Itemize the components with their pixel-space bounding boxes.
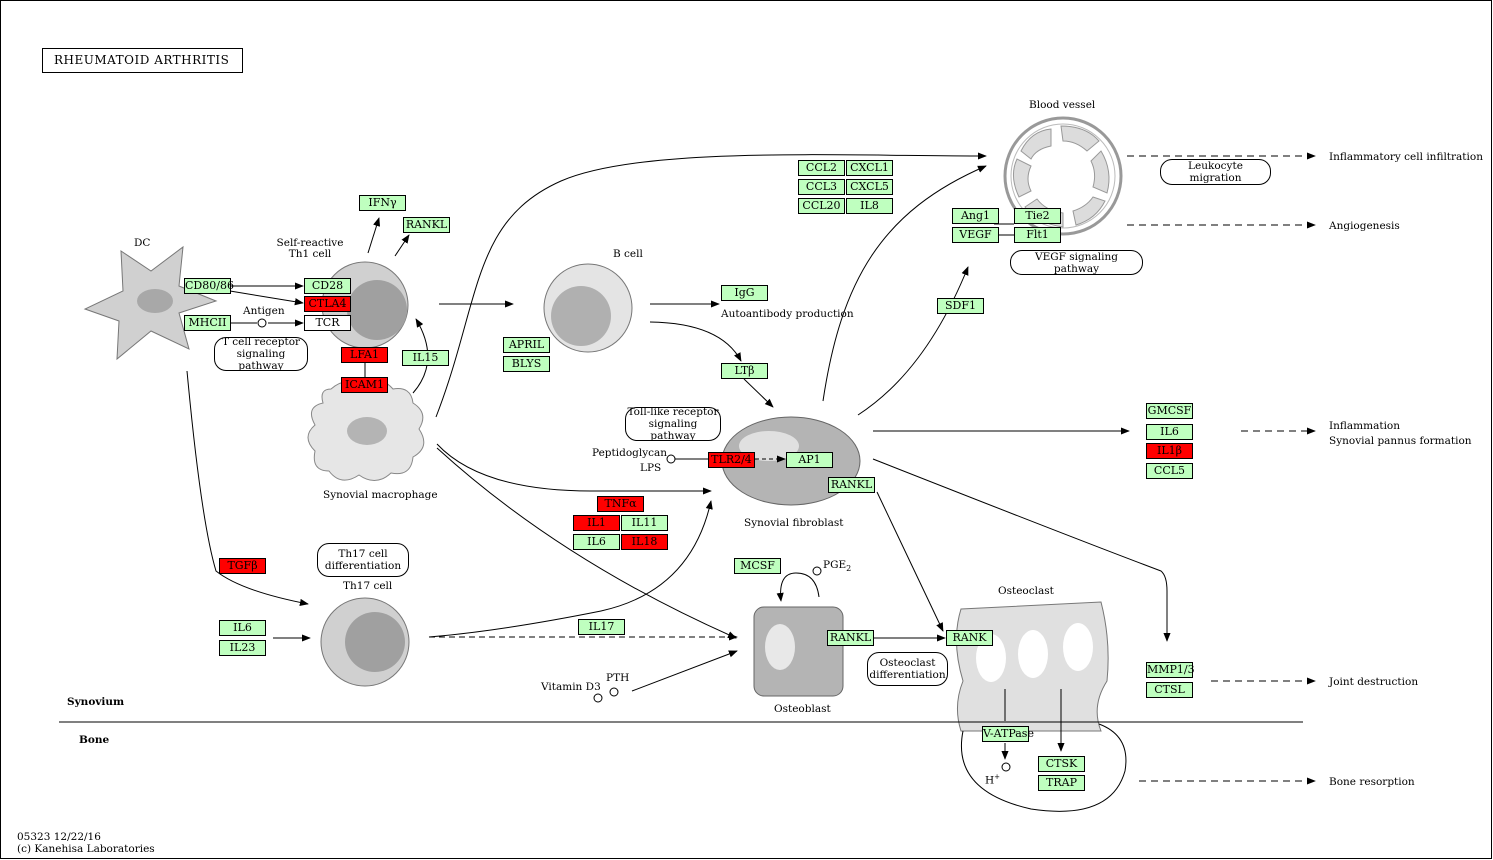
gene-cxcl5[interactable]: CXCL5 <box>846 179 893 195</box>
gene-sdf1[interactable]: SDF1 <box>937 298 984 314</box>
gene-tnfa[interactable]: TNFα <box>597 496 644 512</box>
gene-tie2[interactable]: Tie2 <box>1014 208 1061 224</box>
outcome-synovial-pannus-formation: Synovial pannus formation <box>1329 435 1472 447</box>
th1-label-line2: Th1 cell <box>288 248 332 260</box>
gene-il1b[interactable]: IL1β <box>1146 443 1193 459</box>
gene-igg[interactable]: IgG <box>721 285 768 301</box>
gene-il18[interactable]: IL18 <box>621 534 668 550</box>
gene-ctsk[interactable]: CTSK <box>1038 756 1085 772</box>
gene-tlr2-4[interactable]: TLR2/4 <box>708 452 755 468</box>
gene-tcr[interactable]: TCR <box>304 315 351 331</box>
gene-flt1[interactable]: Flt1 <box>1014 227 1061 243</box>
gene-ccl20[interactable]: CCL20 <box>798 198 845 214</box>
synovial-fibroblast-label: Synovial fibroblast <box>744 517 844 529</box>
footer-code: 05323 12/22/16 <box>17 831 101 843</box>
h-plus-label: H+ <box>985 773 1001 787</box>
gene-ctsl[interactable]: CTSL <box>1146 682 1193 698</box>
synovium-label: Synovium <box>67 696 125 708</box>
gene-mmp1-3[interactable]: MMP1/3 <box>1146 662 1195 678</box>
b-cell-label: B cell <box>613 248 643 260</box>
gene-cxcl1[interactable]: CXCL1 <box>846 160 893 176</box>
gene-trap[interactable]: TRAP <box>1038 775 1085 791</box>
leukocyte-migration-link[interactable]: Leukocyte migration <box>1160 159 1271 185</box>
osteoblast-label: Osteoblast <box>774 703 831 715</box>
gene-rankl-th1[interactable]: RANKL <box>403 217 450 233</box>
gene-v-atpase[interactable]: V-ATPase <box>982 726 1034 742</box>
gene-il6-th17[interactable]: IL6 <box>219 620 266 636</box>
resorption-lacuna <box>961 723 1127 812</box>
outcome-joint-destruction: Joint destruction <box>1329 676 1419 688</box>
gene-ifng[interactable]: IFNγ <box>359 195 406 211</box>
gene-ap1[interactable]: AP1 <box>786 452 833 468</box>
gene-ccl2[interactable]: CCL2 <box>798 160 845 176</box>
gene-mcsf[interactable]: MCSF <box>734 558 781 574</box>
lps-label: LPS <box>640 462 662 474</box>
footer-copyright: (c) Kanehisa Laboratories <box>17 843 155 855</box>
vitamin-d3-label: Vitamin D3 <box>541 681 601 693</box>
autoantibody-label: Autoantibody production <box>721 308 854 320</box>
antigen-label: Antigen <box>243 305 285 317</box>
gene-il6-macrophage[interactable]: IL6 <box>573 534 620 550</box>
gene-icam1[interactable]: ICAM1 <box>341 377 388 393</box>
gene-il6-inflammation[interactable]: IL6 <box>1146 424 1193 440</box>
gene-vegf[interactable]: VEGF <box>952 227 999 243</box>
gene-il15[interactable]: IL15 <box>402 350 449 366</box>
gene-ltb[interactable]: LTβ <box>721 363 768 379</box>
gene-lfa1[interactable]: LFA1 <box>341 347 388 363</box>
h-plus-node <box>1001 762 1011 772</box>
dc-label: DC <box>134 237 151 249</box>
outcome-bone-resorption: Bone resorption <box>1329 776 1415 788</box>
gene-ccl3[interactable]: CCL3 <box>798 179 845 195</box>
bone-label: Bone <box>79 734 110 746</box>
gene-ctla4[interactable]: CTLA4 <box>304 296 351 312</box>
th17-cell-label: Th17 cell <box>343 580 393 592</box>
pge2-node <box>812 566 822 576</box>
gene-il1[interactable]: IL1 <box>573 515 620 531</box>
outcome-angiogenesis: Angiogenesis <box>1329 220 1400 232</box>
gene-april[interactable]: APRIL <box>503 337 550 353</box>
gene-ccl5[interactable]: CCL5 <box>1146 463 1193 479</box>
gene-ang1[interactable]: Ang1 <box>952 208 999 224</box>
th1-label-line1: Self-reactive <box>276 237 344 249</box>
gene-rankl-fibroblast[interactable]: RANKL <box>828 477 875 493</box>
gene-il8[interactable]: IL8 <box>846 198 893 214</box>
gene-il17[interactable]: IL17 <box>578 619 625 635</box>
gene-tgfb[interactable]: TGFβ <box>219 558 266 574</box>
peptidoglycan-lps-node <box>666 454 676 464</box>
gene-il23[interactable]: IL23 <box>219 640 266 656</box>
pth-label: PTH <box>606 672 630 684</box>
pth-node <box>609 687 619 697</box>
outcome-inflammatory-cell-infiltration: Inflammatory cell infiltration <box>1329 151 1483 163</box>
gene-rank[interactable]: RANK <box>946 630 993 646</box>
synovial-macrophage-label: Synovial macrophage <box>323 489 438 501</box>
gene-gmcsf[interactable]: GMCSF <box>1146 403 1193 419</box>
gene-blys[interactable]: BLYS <box>503 356 550 372</box>
blood-vessel-label: Blood vessel <box>1029 99 1096 111</box>
antigen-node <box>257 318 267 328</box>
peptidoglycan-label: Peptidoglycan <box>592 447 668 459</box>
gene-cd80-86[interactable]: CD80/86 <box>184 278 234 294</box>
gene-cd28[interactable]: CD28 <box>304 278 351 294</box>
outcome-inflammation: Inflammation <box>1329 420 1401 432</box>
osteoclast-label: Osteoclast <box>998 585 1054 597</box>
pge2-label: PGE2 <box>823 559 852 574</box>
pathway-title: RHEUMATOID ARTHRITIS <box>42 48 243 73</box>
gene-il11[interactable]: IL11 <box>621 515 668 531</box>
gene-mhcii[interactable]: MHCII <box>184 315 231 331</box>
vitamin-d3-node <box>593 693 603 703</box>
vegf-signaling-pathway-link[interactable]: VEGF signaling pathway <box>1010 250 1143 275</box>
gene-rankl-osteoblast[interactable]: RANKL <box>827 630 874 646</box>
